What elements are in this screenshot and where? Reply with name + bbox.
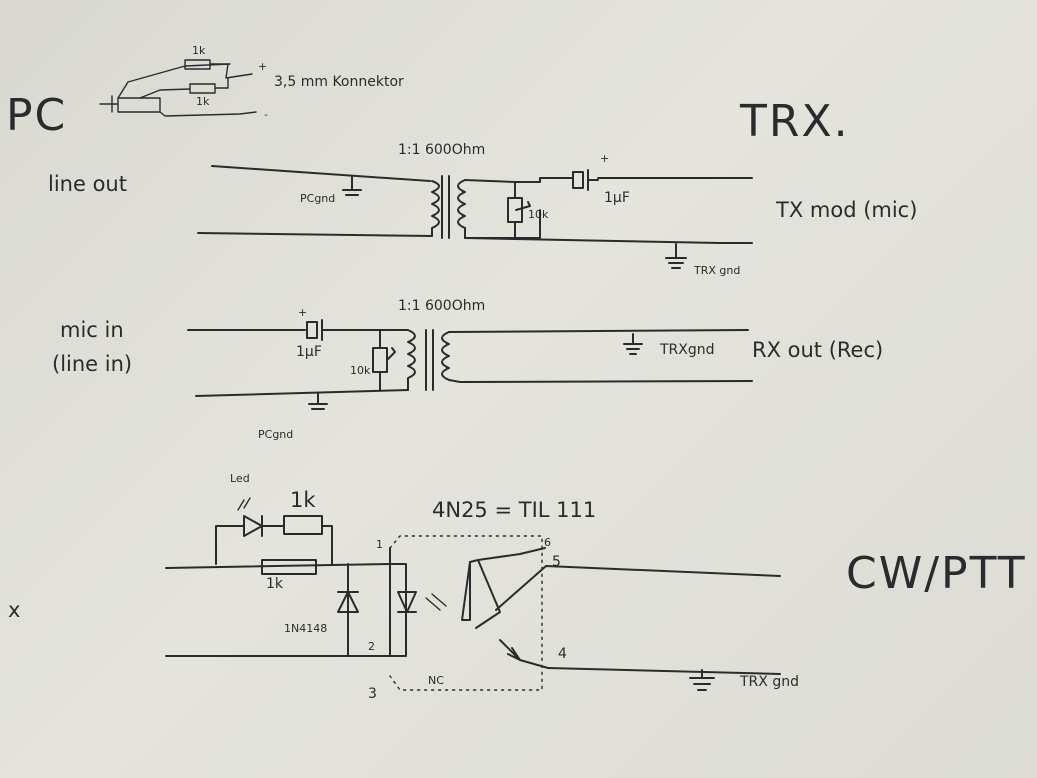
- pin6-label: 6: [544, 536, 551, 549]
- pin1-label: 1: [376, 538, 383, 551]
- nc-label: NC: [428, 674, 444, 687]
- rx-pot: [372, 347, 388, 373]
- rx-trxgnd-label: TRXgnd: [660, 342, 715, 358]
- tx-transformer-primary: [431, 180, 440, 237]
- pin2-label: 2: [368, 640, 375, 653]
- pin4-label: 4: [558, 646, 567, 662]
- connector-sketch: [99, 59, 257, 117]
- tx-transformer-secondary: [457, 179, 466, 229]
- cw-x-mark: x: [8, 598, 21, 622]
- tx-trxgnd-label: TRX gnd: [694, 264, 741, 277]
- tx-right-label: TX mod (mic): [776, 198, 918, 222]
- rx-pot-label: 10k: [350, 364, 371, 377]
- cw-led-label: Led: [230, 472, 250, 485]
- tx-cap: [572, 171, 584, 189]
- connector-r2-label: 1k: [196, 95, 210, 108]
- rx-right-label: RX out (Rec): [752, 338, 884, 362]
- tx-side-label: line out: [48, 172, 127, 196]
- rx-circuit: [187, 319, 753, 410]
- cw-ptt-circuit: [165, 497, 781, 691]
- tx-cap-label: 1μF: [604, 190, 630, 206]
- tx-circuit: [197, 165, 753, 269]
- connector-plus: +: [258, 60, 268, 73]
- rx-side-label-2: (line in): [52, 352, 133, 376]
- resistor-1k-bottom: [261, 559, 317, 575]
- connector-minus: -: [264, 108, 268, 121]
- pin5-label: 5: [552, 554, 561, 570]
- pc-title: PC: [6, 90, 68, 141]
- connector-label: 3,5 mm Konnektor: [274, 74, 404, 90]
- resistor-1k-top: [283, 515, 323, 535]
- connector-r1-label: 1k: [192, 44, 206, 57]
- cw-r-top-label: 1k: [290, 488, 316, 512]
- pin3-label: 3: [368, 686, 377, 702]
- cw-opto-label: 4N25 = TIL 111: [432, 498, 597, 522]
- tx-cap-plus: +: [600, 152, 610, 165]
- rx-pcgnd-label: PCgnd: [258, 428, 294, 441]
- cw-trxgnd-label: TRX gnd: [740, 674, 799, 690]
- led-symbol: [243, 515, 263, 537]
- rx-cap-plus: +: [298, 306, 308, 319]
- opto-led: [397, 591, 417, 613]
- cw-ptt-title: CW/PTT: [846, 548, 1027, 599]
- tx-pot-label: 10k: [528, 208, 549, 221]
- phototransistor: [469, 547, 781, 629]
- cw-r-bottom-label: 1k: [266, 576, 284, 592]
- diode-1n4148: [337, 591, 359, 613]
- tx-pot: [507, 197, 523, 223]
- cw-diode-label: 1N4148: [284, 622, 328, 635]
- rx-cap: [306, 321, 318, 339]
- trx-title: TRX.: [740, 96, 850, 147]
- rx-cap-label: 1μF: [296, 344, 322, 360]
- tx-pcgnd-label: PCgnd: [300, 192, 336, 205]
- tx-transformer-label: 1:1 600Ohm: [398, 142, 486, 158]
- rx-side-label-1: mic in: [60, 318, 124, 342]
- rx-transformer-label: 1:1 600Ohm: [398, 298, 486, 314]
